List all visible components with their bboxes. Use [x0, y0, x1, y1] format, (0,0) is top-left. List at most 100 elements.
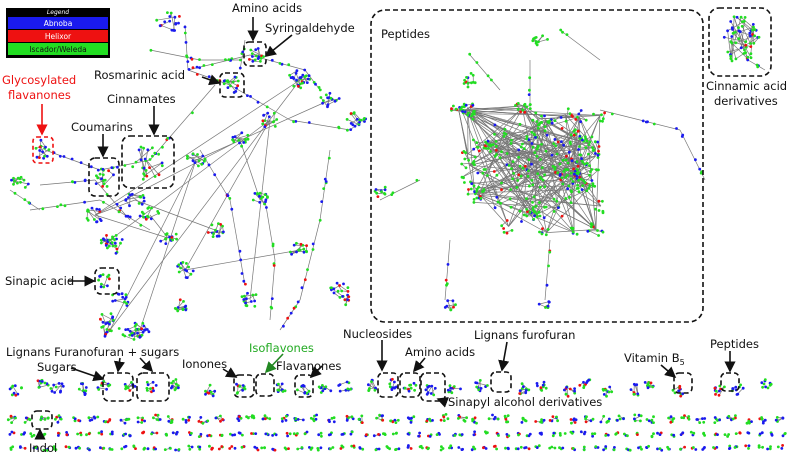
network-node [184, 304, 188, 308]
network-node [360, 414, 364, 418]
network-node [601, 199, 604, 203]
network-node [470, 114, 473, 118]
network-node [521, 108, 525, 112]
network-node [385, 445, 389, 448]
network-node [54, 417, 57, 421]
network-node [590, 179, 594, 182]
network-node [136, 416, 140, 420]
network-node [86, 218, 90, 222]
network-node [539, 158, 542, 161]
network-node [320, 434, 323, 438]
network-node [477, 149, 481, 153]
network-node [749, 52, 753, 56]
network-node [139, 223, 143, 227]
network-edge [485, 141, 522, 177]
network-node [40, 380, 44, 383]
network-node [535, 154, 539, 158]
network-node [498, 156, 502, 160]
network-node [307, 121, 311, 124]
network-node [306, 268, 309, 271]
network-node [301, 81, 304, 85]
network-node [45, 154, 49, 158]
network-node [84, 389, 88, 393]
network-node [463, 78, 466, 82]
network-node [141, 194, 145, 197]
network-node [545, 133, 549, 137]
network-node [588, 164, 591, 168]
network-node [328, 420, 331, 423]
network-node [116, 165, 119, 169]
network-node [141, 431, 145, 435]
network-node [353, 124, 357, 128]
network-node [264, 198, 268, 202]
network-node [452, 385, 456, 388]
network-node [475, 421, 478, 425]
network-node [406, 432, 410, 436]
network-node [741, 386, 745, 390]
network-node [173, 15, 177, 19]
network-node [775, 416, 779, 419]
network-node [546, 228, 550, 231]
network-node [146, 383, 150, 387]
network-node [564, 168, 567, 172]
network-node [444, 413, 448, 416]
network-node [647, 419, 651, 423]
network-node [71, 180, 74, 184]
network-node [106, 240, 110, 244]
network-node [516, 179, 520, 182]
network-node [556, 171, 560, 175]
network-node [130, 332, 134, 335]
network-node [238, 249, 242, 253]
network-node [496, 417, 500, 421]
network-node [43, 418, 47, 421]
network-node [714, 389, 718, 393]
network-node [345, 419, 349, 422]
network-node [597, 209, 601, 212]
network-node [517, 148, 521, 152]
network-node [545, 283, 549, 287]
network-node [391, 432, 395, 436]
network-edge [482, 173, 496, 208]
network-node [528, 88, 531, 92]
network-node [476, 171, 480, 175]
network-node [568, 112, 572, 116]
network-node [253, 58, 257, 62]
network-node [168, 19, 172, 23]
network-node [367, 383, 370, 387]
network-node [210, 223, 214, 227]
network-node [495, 173, 499, 177]
network-edge [39, 140, 42, 158]
network-node [107, 273, 111, 277]
network-node [40, 415, 43, 419]
network-node [85, 433, 88, 437]
network-node [243, 387, 247, 391]
network-node [338, 284, 341, 287]
network-node [184, 41, 188, 44]
network-node [376, 195, 380, 199]
network-node [604, 434, 608, 437]
network-node [169, 11, 173, 15]
network-node [449, 444, 453, 448]
network-node [128, 333, 132, 337]
network-node [236, 84, 240, 88]
network-edge [146, 213, 159, 220]
network-node [43, 154, 46, 158]
network-edge [156, 16, 175, 21]
network-node [739, 383, 742, 387]
network-node [537, 302, 541, 306]
network-node [682, 416, 686, 420]
network-node [397, 447, 401, 451]
network-node [640, 447, 643, 451]
network-node [564, 197, 568, 200]
network-node [531, 206, 535, 209]
network-node [575, 168, 579, 172]
network-node [726, 29, 729, 33]
network-node [475, 196, 479, 200]
label-cinnamates: Cinnamates [107, 92, 176, 106]
network-node [509, 142, 513, 145]
network-node [537, 40, 540, 44]
network-node [217, 447, 221, 451]
network-node [251, 198, 255, 202]
network-node [584, 417, 587, 421]
network-node [527, 158, 531, 162]
